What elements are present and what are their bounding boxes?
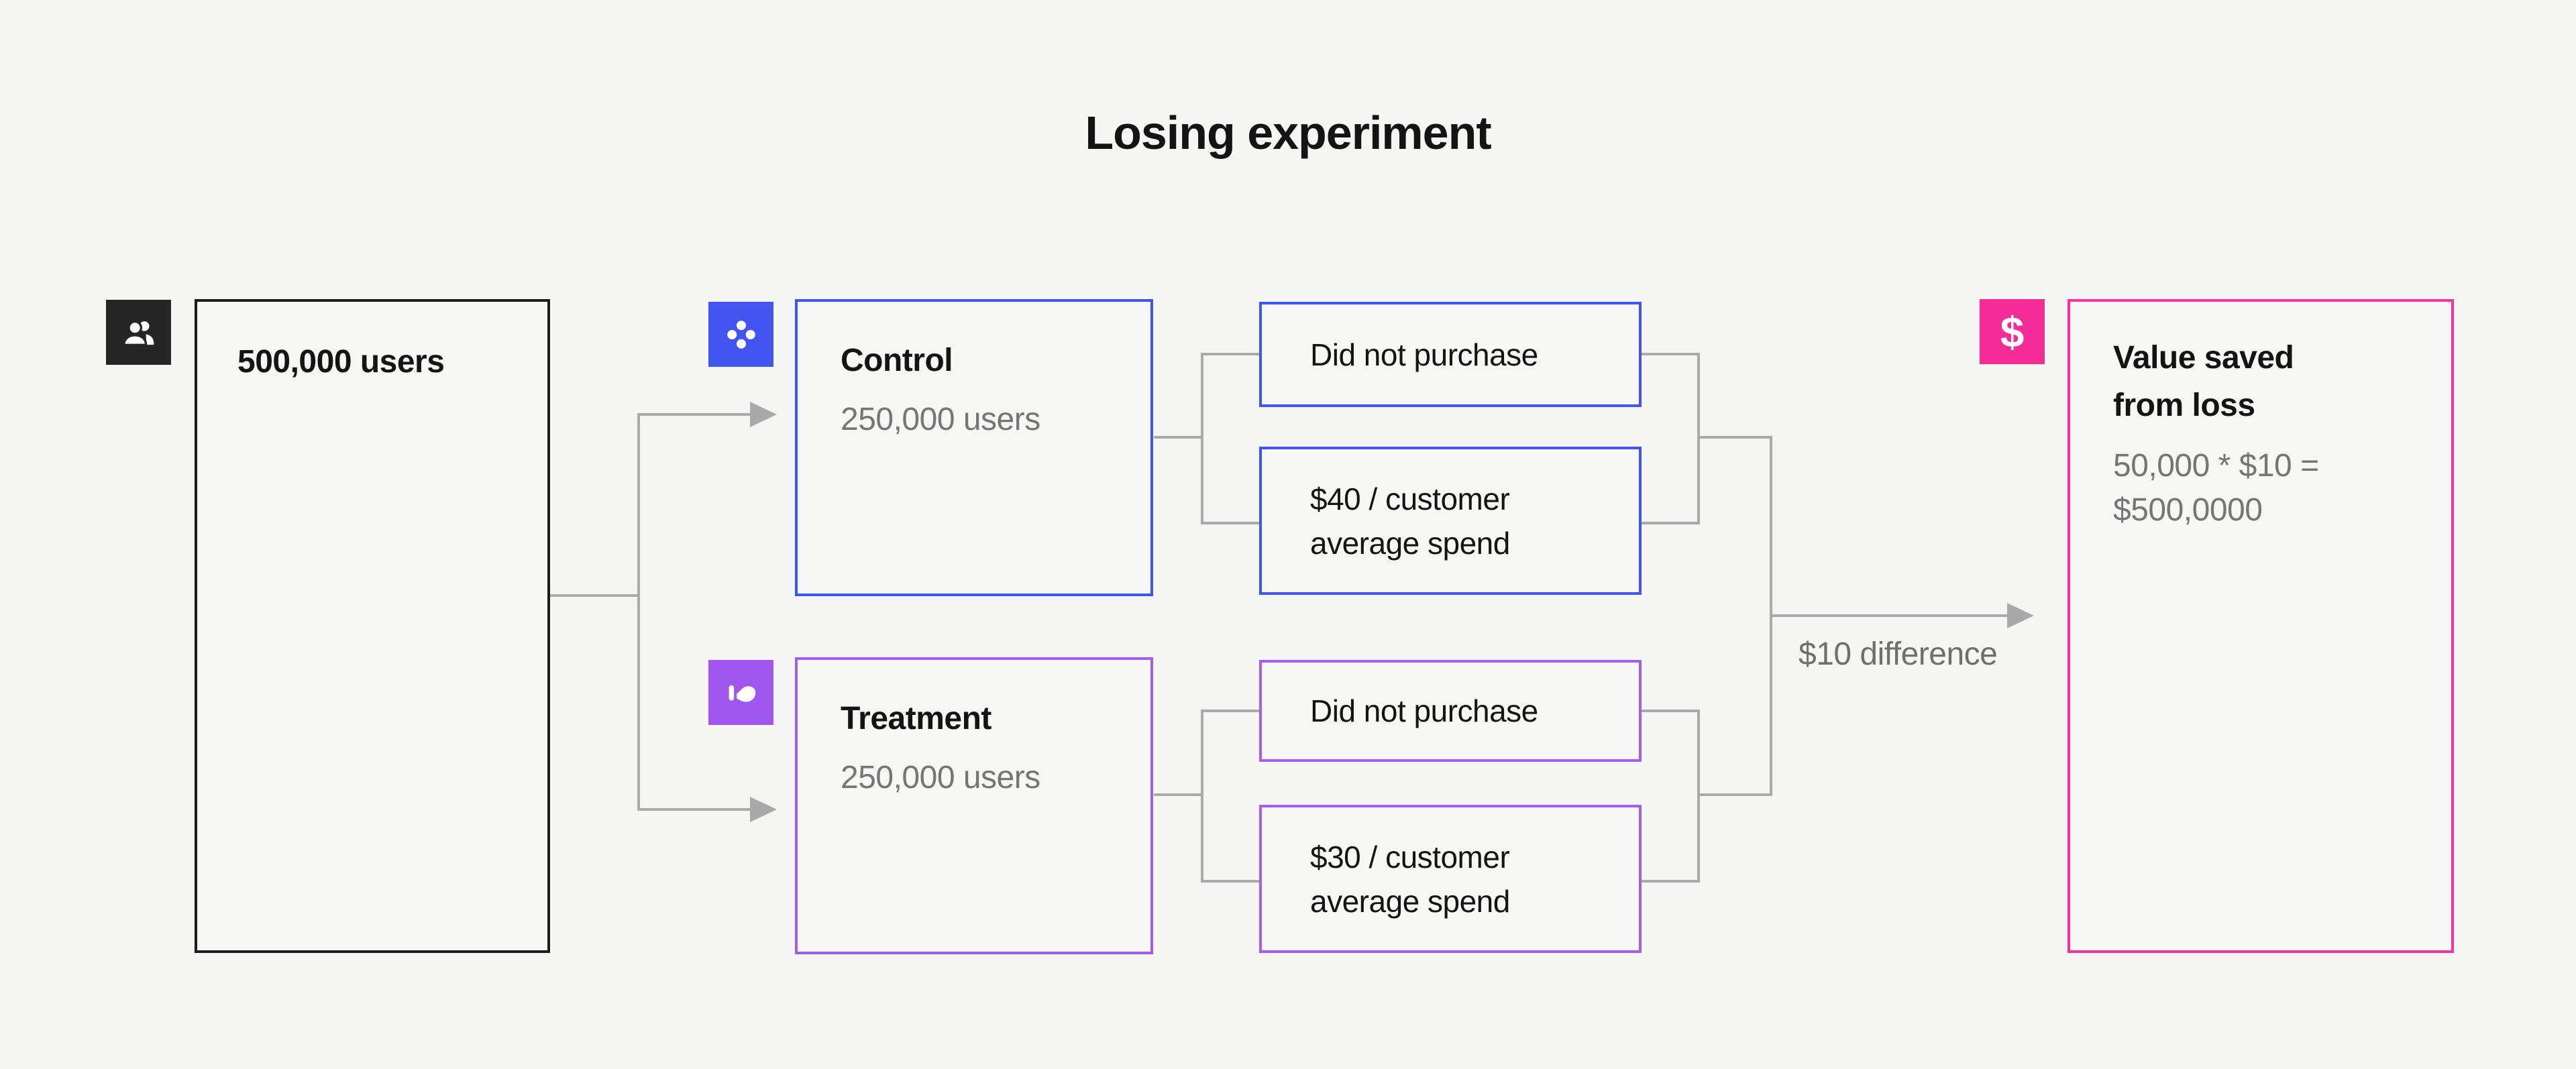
outcome-text: average spend [1310,883,1510,919]
control-spend-box: $40 / customer average spend [1259,447,1642,595]
connector [1201,710,1259,712]
treatment-box: Treatment 250,000 users [795,657,1153,954]
connector [1642,710,1700,712]
difference-label: $10 difference [1799,636,1998,672]
arrowhead-to-control [750,402,777,427]
connector [637,413,750,416]
connector [1697,436,1772,439]
arrowhead-to-value [2007,603,2034,628]
population-box: 500,000 users [195,299,550,953]
connector [1697,353,1700,524]
control-title: Control [841,343,953,378]
connector [637,413,640,811]
value-saved-title: Value saved from loss [2113,340,2294,423]
connector [637,808,750,811]
treatment-title: Treatment [841,701,991,736]
outcome-text: average spend [1310,525,1510,561]
connector [1697,710,1700,883]
connector [1770,614,2008,617]
connector [1642,353,1700,355]
connector [1697,793,1772,796]
outcome-text: Did not purchase [1310,693,1538,728]
dollar-glyph: $ [2000,307,2025,356]
outcome-text: $40 / customer [1310,481,1510,516]
outcome-text: $30 / customer [1310,839,1510,875]
connector [1201,522,1259,524]
connector [1642,522,1700,524]
connector [1201,710,1203,883]
connector [1642,880,1700,883]
dollar-icon: $ [1980,299,2045,364]
value-saved-formula: 50,000 * $10 = $500,0000 [2113,448,2319,528]
page-title: Losing experiment [1085,107,1491,159]
control-box: Control 250,000 users [795,299,1153,596]
connector [1154,436,1203,439]
users-icon [106,300,171,365]
treatment-spend-box: $30 / customer average spend [1259,805,1642,953]
treatment-subtitle: 250,000 users [841,760,1040,795]
population-label: 500,000 users [237,344,445,380]
connector [1201,353,1259,355]
connector [1201,880,1259,883]
arrowhead-to-treatment [750,797,777,822]
cluster-icon [708,302,773,367]
outcome-text: Did not purchase [1310,337,1538,372]
control-no-purchase-box: Did not purchase [1259,302,1642,407]
connector [550,594,639,597]
connector [1154,793,1203,796]
value-saved-box: Value saved from loss 50,000 * $10 = $50… [2068,299,2454,953]
connector [1201,353,1203,524]
pointer-hand-icon [708,660,773,725]
treatment-no-purchase-box: Did not purchase [1259,660,1642,762]
control-subtitle: 250,000 users [841,402,1040,437]
